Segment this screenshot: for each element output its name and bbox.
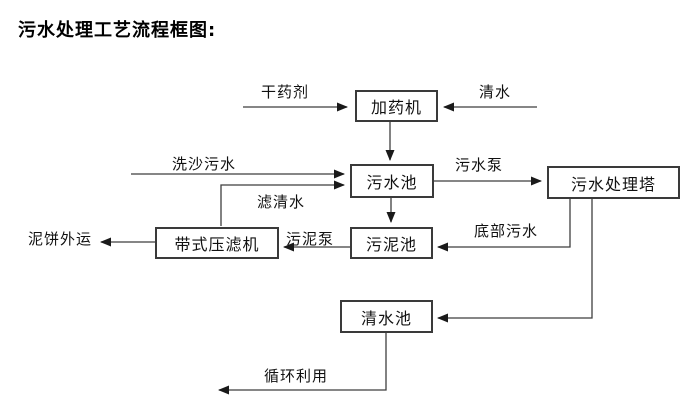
node-treatment-tower: 污水处理塔 (547, 166, 680, 199)
node-dosing-machine: 加药机 (355, 90, 438, 122)
node-sewage-pool-label: 污水池 (366, 173, 418, 192)
flow-label-bottom-sewage: 底部污水 (474, 222, 539, 240)
node-sludge-pool: 污泥池 (350, 227, 433, 259)
node-belt-filter-press: 带式压滤机 (155, 227, 279, 259)
flow-label-dry-agent: 干药剂 (261, 83, 310, 101)
node-sewage-pool: 污水池 (350, 164, 434, 198)
flow-label-sewage-pump: 污水泵 (455, 156, 504, 174)
node-belt-filter-press-label: 带式压滤机 (174, 235, 260, 254)
flow-label-sand-washing-sewage: 洗沙污水 (172, 155, 237, 173)
page-title: 污水处理工艺流程框图: (18, 20, 217, 41)
node-clean-water-pool: 清水池 (340, 300, 433, 333)
flow-label-clean-water: 清水 (479, 83, 512, 101)
flow-label-sludge-pump: 污泥泵 (286, 230, 335, 248)
node-sludge-pool-label: 污泥池 (365, 235, 417, 254)
node-treatment-tower-label: 污水处理塔 (570, 174, 656, 194)
flow-label-recycle-use: 循环利用 (264, 367, 329, 385)
arrow-treatment-tower-to-clean-water-pool (437, 199, 593, 323)
node-dosing-machine-label: 加药机 (370, 98, 422, 117)
flow-label-filtered-water: 滤清水 (257, 193, 306, 211)
node-clean-water-pool-label: 清水池 (360, 308, 412, 328)
flow-label-mud-cake-out: 泥饼外运 (28, 230, 93, 248)
